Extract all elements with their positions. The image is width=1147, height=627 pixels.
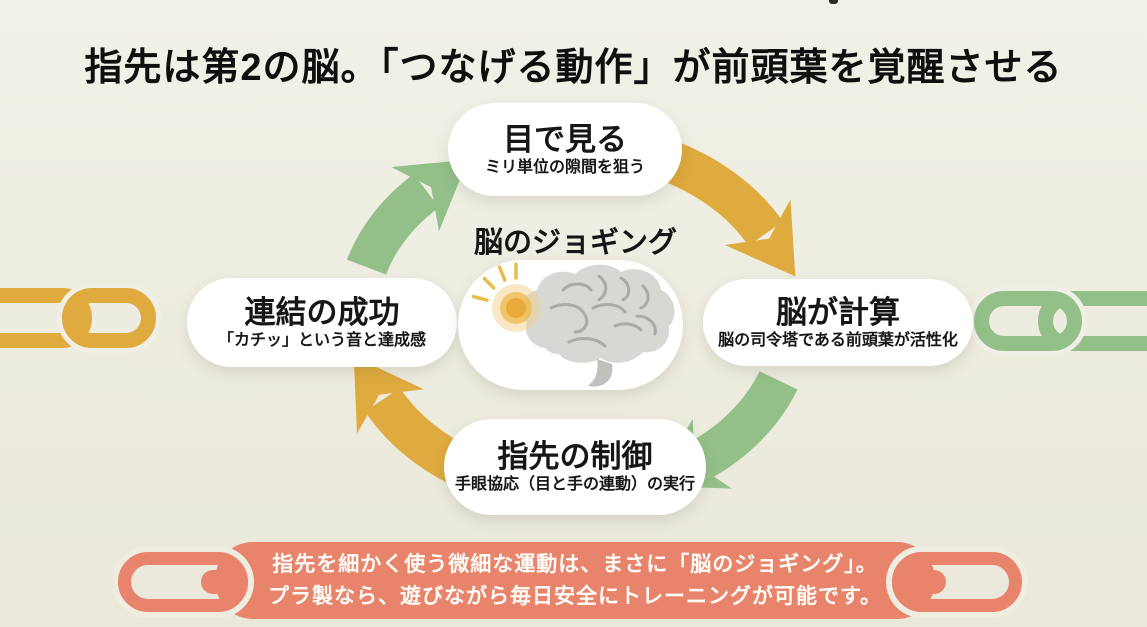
cycle-arrow-arc: [689, 370, 798, 479]
cycle-node-see: 目で見る ミリ単位の隙間を狙う: [448, 103, 682, 196]
cycle-node-finger-control: 指先の制御 手眼協応（目と手の連動）の実行: [444, 419, 706, 515]
node-subtitle: 脳の司令塔である前頭葉が活性化: [718, 331, 958, 349]
banner-line-2: プラ製なら、遊びながら毎日安全にトレーニングが可能です。: [268, 584, 882, 608]
node-subtitle: 手眼協応（目と手の連動）の実行: [454, 476, 695, 493]
chain-link-icon-banner-right: [892, 552, 1022, 612]
cycle-arrow-head: [724, 199, 796, 277]
node-subtitle: ミリ単位の隙間を狙う: [484, 158, 645, 176]
cycle-arrow-head: [391, 159, 468, 232]
node-title: 脳が計算: [776, 294, 900, 330]
brain-glow-icon: [471, 262, 675, 387]
node-title: 指先の制御: [497, 439, 653, 474]
chain-link-bit-left: [201, 570, 241, 594]
node-title: 連結の成功: [244, 294, 400, 330]
chain-link-icon-left-2: [62, 288, 156, 348]
node-title: 目で見る: [503, 121, 627, 157]
top-edge-artifact: [829, 0, 838, 4]
node-subtitle: 「カチッ」という音と達成感: [217, 331, 426, 349]
chain-link-bit-right: [906, 570, 946, 594]
chain-link-icon-right-1: [974, 291, 1082, 351]
cycle-arrow-head: [353, 356, 424, 434]
banner-line-1: 指先を細かく使う微細な運動は、まさに「脳のジョギング」。: [272, 553, 878, 576]
footer-banner: 指先を細かく使う微細な運動は、まさに「脳のジョギング」。 プラ製なら、遊びながら…: [215, 542, 935, 619]
cycle-arrow-arc: [346, 173, 440, 276]
cycle-node-brain-calc: 脳が計算 脳の司令塔である前頭葉が活性化: [703, 279, 973, 366]
cycle-node-connect-success: 連結の成功 「カチッ」という音と達成感: [187, 278, 457, 367]
center-label: 脳のジョギング: [473, 227, 677, 259]
page-title: 指先は第2の脳。「つなげる動作」が前頭葉を覚醒させる: [84, 47, 1063, 89]
brain-card: [458, 260, 683, 390]
